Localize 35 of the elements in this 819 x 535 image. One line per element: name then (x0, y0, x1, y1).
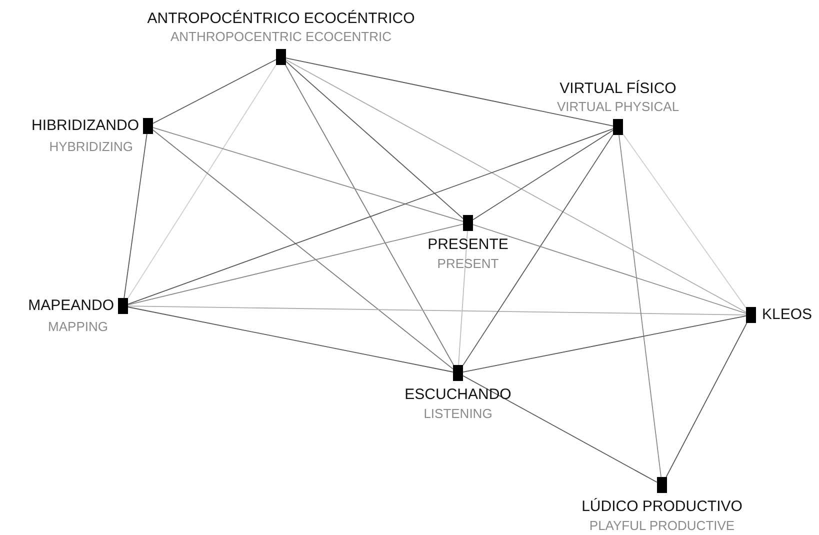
translation-label: VIRTUAL PHYSICAL (556, 100, 680, 113)
connector-line (152, 130, 454, 370)
node-label: ANTROPOCÉNTRICO ECOCÉNTRICO (147, 11, 415, 26)
translation-label: HYBRIDIZING (49, 140, 133, 153)
node-label: HIBRIDIZANDO (31, 118, 139, 133)
connector-line (462, 375, 658, 483)
node-label: PRESENTE (428, 237, 508, 252)
translation-label: LISTENING (424, 407, 492, 420)
connector-line (666, 322, 748, 478)
node-label: KLEOS (762, 307, 812, 322)
connector-line (124, 134, 148, 298)
connector-line (622, 134, 746, 308)
connector-line (128, 128, 614, 305)
connector-line (128, 306, 746, 316)
translation-label: ANTHROPOCENTRIC ECOCENTRIC (170, 30, 392, 43)
node-label: MAPEANDO (28, 298, 114, 313)
node-label: LÚDICO PRODUCTIVO (582, 499, 742, 514)
connector-line (128, 64, 276, 299)
translation-label: MAPPING (48, 320, 108, 333)
connector-line (472, 224, 746, 314)
connector-line (472, 130, 614, 220)
connector-line (152, 127, 464, 222)
connector-line (462, 134, 614, 366)
connector-line (128, 224, 464, 306)
connector-line (458, 230, 468, 366)
connector-line (285, 64, 454, 366)
node-label: VIRTUAL FÍSICO (560, 81, 676, 96)
connector-line (462, 316, 746, 372)
translation-label: PLAYFUL PRODUCTIVE (589, 519, 735, 532)
connector-line (286, 60, 464, 219)
connector-line (286, 58, 614, 126)
connector-line (152, 59, 276, 124)
connector-line (286, 59, 746, 313)
connector-line (618, 134, 662, 478)
connector-line (128, 306, 454, 372)
